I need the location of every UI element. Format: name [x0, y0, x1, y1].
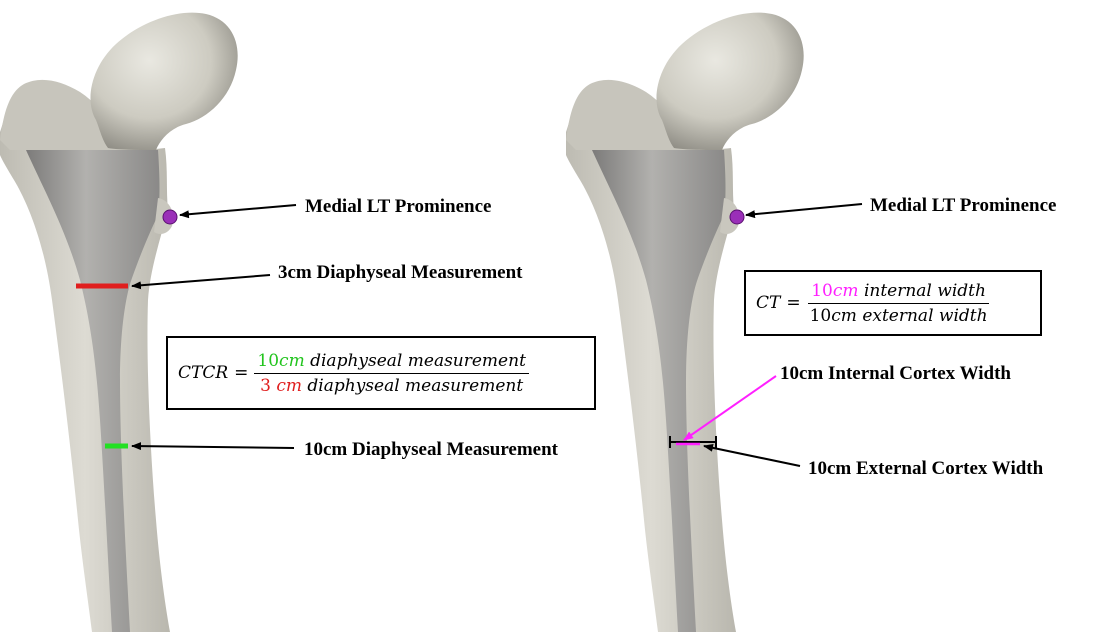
ct-equals: =: [786, 293, 800, 313]
ctcr-num-text: diaphyseal measurement: [310, 351, 526, 371]
left-lt-prominence-marker: [163, 210, 177, 224]
ctcr-lhs: CTCR: [178, 363, 228, 383]
ctcr-formula-box: CTCR = 10cm diaphyseal measurement 3 cm …: [166, 336, 596, 410]
right-external-label: 10cm External Cortex Width: [808, 458, 1044, 479]
left-lt-arrow: [180, 205, 296, 215]
left-femur: [0, 13, 238, 632]
ctcr-den-value: 3: [260, 376, 271, 396]
ct-lhs: CT: [756, 293, 780, 313]
ct-den-unit: cm: [831, 306, 857, 326]
right-external-arrow: [704, 446, 800, 466]
left-3cm-arrow: [132, 275, 270, 286]
ctcr-denominator: 3 cm diaphyseal measurement: [257, 374, 526, 396]
ct-formula-box: CT = 10cm internal width 10cm external w…: [744, 270, 1042, 336]
ctcr-den-unit: cm: [276, 376, 302, 396]
ctcr-equals: =: [234, 363, 248, 383]
ctcr-fraction: 10cm diaphyseal measurement 3 cm diaphys…: [254, 351, 529, 396]
ct-num-value: 10: [811, 281, 833, 301]
ct-den-text: external width: [862, 306, 987, 326]
right-lt-prominence-marker: [730, 210, 744, 224]
ctcr-num-value: 10: [257, 351, 279, 371]
ct-numerator: 10cm internal width: [808, 281, 989, 304]
left-10cm-arrow: [132, 446, 294, 448]
right-internal-label: 10cm Internal Cortex Width: [780, 363, 1011, 384]
right-lt-prominence-label: Medial LT Prominence: [870, 195, 1056, 216]
ct-denominator: 10cm external width: [807, 304, 991, 326]
ct-num-text: internal width: [864, 281, 986, 301]
left-3cm-label: 3cm Diaphyseal Measurement: [278, 262, 523, 283]
ctcr-den-text: diaphyseal measurement: [307, 376, 523, 396]
ctcr-numerator: 10cm diaphyseal measurement: [254, 351, 529, 374]
left-10cm-label: 10cm Diaphyseal Measurement: [304, 439, 559, 460]
left-femur-head: [90, 13, 237, 150]
ct-num-unit: cm: [833, 281, 859, 301]
ct-den-value: 10: [810, 306, 832, 326]
ct-fraction: 10cm internal width 10cm external width: [807, 281, 991, 326]
ctcr-num-unit: cm: [279, 351, 305, 371]
right-femur-head: [656, 13, 803, 150]
right-lt-arrow: [746, 204, 862, 215]
left-lt-prominence-label: Medial LT Prominence: [305, 196, 491, 217]
